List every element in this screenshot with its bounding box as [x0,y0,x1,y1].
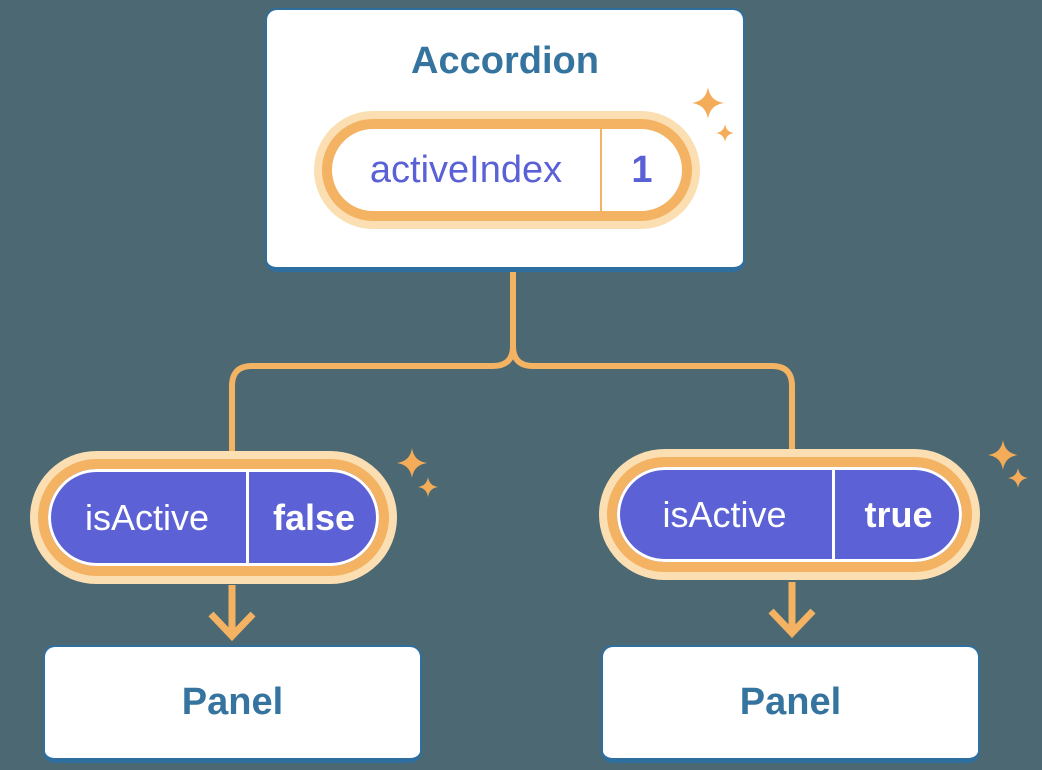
state-pill: activeIndex 1 [322,119,692,221]
sparkle-icon [988,440,1018,470]
accordion-card: Accordion activeIndex 1 [265,8,745,272]
prop-pill-left: isActive false [38,459,389,576]
prop-value: true [864,493,933,535]
sparkle-icon [418,477,438,497]
sparkle-shape [397,448,427,478]
prop-pill-right: isActive true [607,457,972,572]
sparkle-shape [418,477,438,497]
state-name: activeIndex [369,148,563,191]
panel-card-left: Panel [43,645,422,763]
panel-title: Panel [739,681,842,723]
prop-divider [246,469,249,566]
state-divider [600,129,602,211]
state-value: 1 [631,148,653,191]
prop-name: isActive [84,496,210,538]
prop-name: isActive [662,493,787,535]
panel-title: Panel [181,681,284,723]
sparkle-shape [988,440,1018,470]
accordion-title: Accordion [411,40,599,82]
prop-value: false [272,496,356,538]
prop-divider [832,467,835,562]
sparkle-icon [1008,468,1028,488]
branch-left-line [229,272,516,456]
sparkle-shape [1008,468,1028,488]
down-arrow-left-icon [208,585,256,642]
down-arrow-right-icon [768,582,816,639]
panel-card-right: Panel [601,645,980,763]
sparkle-icon [397,448,427,478]
branch-right-line [510,272,795,456]
